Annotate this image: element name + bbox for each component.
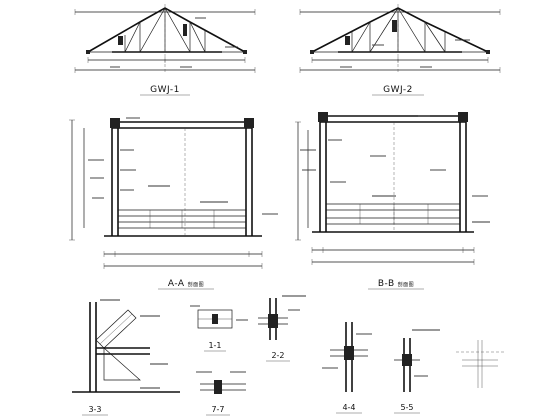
detail-unlabeled (456, 340, 504, 388)
detail-4-4: 4-4 (322, 322, 372, 414)
detail-2-2: 2-2 (258, 295, 306, 362)
detail-3-3: 3-3 (72, 299, 180, 416)
detail-1-1-title: 1-1 (208, 341, 221, 350)
detail-1-1: 1-1 (190, 305, 248, 352)
truss-gwj1: GWJ-1 (74, 4, 256, 96)
detail-5-5: 5-5 (394, 329, 440, 414)
detail-4-4-title: 4-4 (342, 403, 355, 412)
detail-2-2-title: 2-2 (271, 351, 284, 360)
detail-7-7-title: 7-7 (211, 405, 224, 414)
gwj2-title: GWJ-2 (383, 85, 413, 95)
gwj1-title: GWJ-1 (150, 85, 180, 95)
truss-gwj2: GWJ-2 (299, 4, 501, 96)
detail-3-3-title: 3-3 (88, 405, 101, 414)
detail-7-7: 7-7 (196, 371, 246, 416)
detail-5-5-title: 5-5 (400, 403, 413, 412)
